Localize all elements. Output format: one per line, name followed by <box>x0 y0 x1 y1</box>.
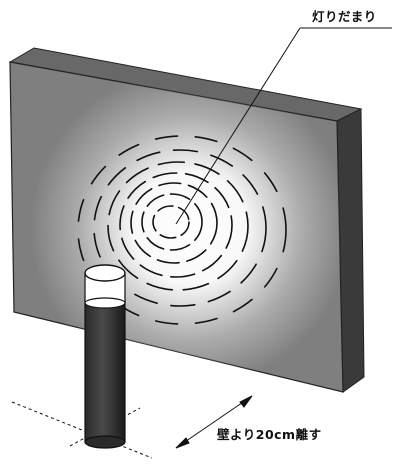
ring <box>152 205 190 239</box>
post-cap <box>84 264 126 282</box>
light-pool-rings <box>77 135 287 325</box>
post-lamp-bottom <box>84 297 126 309</box>
light-pool-label: 灯りだまり <box>312 9 377 24</box>
leader-line <box>175 27 301 225</box>
wall-panel-icon <box>8 47 365 393</box>
bollard-light-icon <box>84 264 126 449</box>
ring <box>107 161 249 291</box>
post-base <box>84 435 126 449</box>
ring <box>141 193 203 251</box>
ring <box>93 149 267 307</box>
ring <box>77 135 287 325</box>
ground-lines <box>11 401 153 459</box>
distance-label: 壁より20cm離す <box>217 427 322 442</box>
post-body <box>84 299 126 443</box>
ring <box>119 172 233 278</box>
distance-arrow <box>175 395 253 449</box>
ring <box>130 182 218 264</box>
